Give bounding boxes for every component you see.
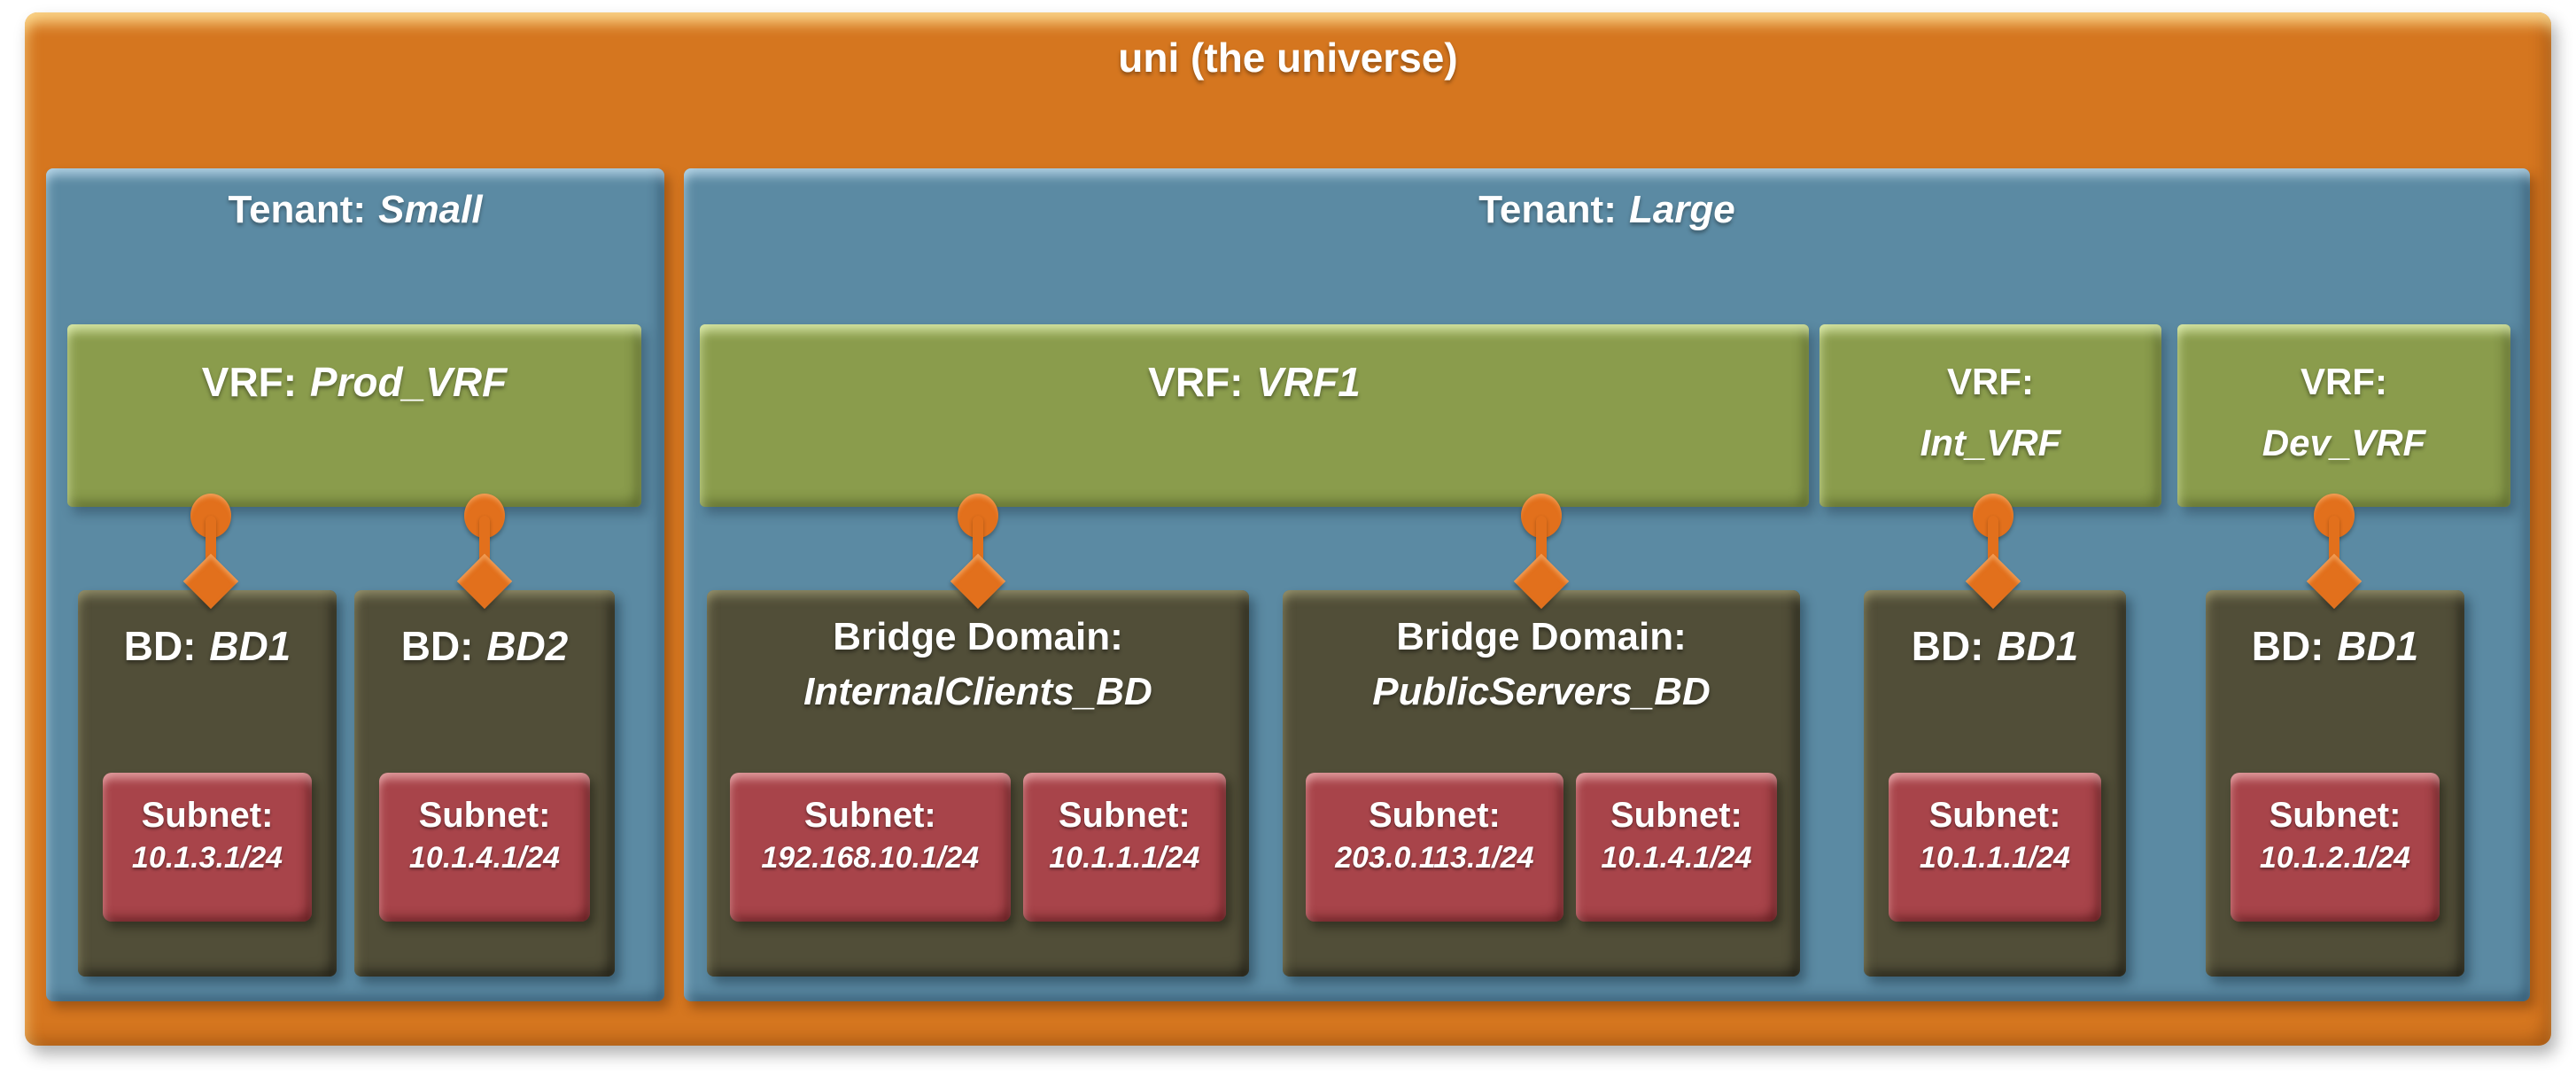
vrf-prod-vrf-box: VRF:Prod_VRF	[67, 324, 641, 507]
bd-label: BD: BD2	[354, 622, 615, 670]
subnet-ip: 203.0.113.1/24	[1335, 841, 1534, 875]
bd-name: PublicServers_BD	[1372, 670, 1711, 714]
subnet-box: Subnet: 10.1.1.1/24	[1022, 773, 1226, 922]
subnet-box: Subnet: 10.1.1.1/24	[1889, 773, 2101, 922]
bd-label-prefix: BD:	[400, 623, 474, 669]
bd-name: InternalClients_BD	[803, 670, 1152, 714]
subnet-ip: 192.168.10.1/24	[761, 841, 980, 875]
subnet-ip: 10.1.3.1/24	[131, 841, 283, 875]
vrf-name: Dev_VRF	[2262, 422, 2426, 464]
vrf-label: VRF: VRF1	[700, 358, 1809, 406]
bd-internalclients-box: Bridge Domain: InternalClients_BD Subnet:…	[707, 590, 1249, 977]
bd-bd2-small-box: BD: BD2 Subnet: 10.1.4.1/24	[354, 590, 615, 977]
bd-name: BD1	[209, 623, 291, 669]
vrf-label: VRF: Int_VRF	[1819, 351, 2161, 474]
bd-label: Bridge Domain: InternalClients_BD	[707, 610, 1249, 720]
bd-label-prefix: BD:	[1911, 623, 1984, 669]
vrf-name: Int_VRF	[1920, 422, 2061, 464]
bd-name: BD1	[1997, 623, 2079, 669]
subnet-label: Subnet:	[2269, 796, 2401, 835]
tenant-label-prefix: Tenant:	[228, 188, 367, 231]
subnet-box: Subnet: 192.168.10.1/24	[730, 773, 1011, 922]
bd-publicservers-box: Bridge Domain: PublicServers_BD Subnet: 2…	[1283, 590, 1800, 977]
bd-label-prefix: Bridge Domain:	[1396, 615, 1687, 658]
subnet-label: Subnet:	[141, 796, 274, 835]
vrf-label: VRF:Prod_VRF	[67, 358, 641, 406]
subnet-label: Subnet:	[1058, 796, 1191, 835]
vrf-name: Prod_VRF	[309, 359, 508, 405]
subnet-box: Subnet: 10.1.4.1/24	[379, 773, 590, 922]
tenant-large-title: Tenant: Large	[684, 188, 2530, 232]
vrf-vrf1-box: VRF: VRF1	[700, 324, 1809, 507]
subnet-box: Subnet: 10.1.3.1/24	[103, 773, 312, 922]
subnet-box: Subnet: 10.1.4.1/24	[1575, 773, 1777, 922]
subnet-ip: 10.1.2.1/24	[2259, 841, 2411, 875]
bd-label-prefix: BD:	[123, 623, 197, 669]
subnet-box: Subnet: 10.1.2.1/24	[2231, 773, 2440, 922]
vrf-dev-vrf-box: VRF: Dev_VRF	[2177, 324, 2510, 507]
subnet-row: Subnet: 192.168.10.1/24 Subnet: 10.1.1.1…	[730, 773, 1226, 922]
subnet-label: Subnet:	[1928, 796, 2061, 835]
bd-label: BD: BD1	[1864, 622, 2126, 670]
vrf-label-prefix: VRF:	[1148, 359, 1244, 405]
subnet-ip: 10.1.1.1/24	[1919, 841, 2071, 875]
tenant-small-box: Tenant: Small VRF:Prod_VRF	[46, 168, 664, 1001]
tenant-label-prefix: Tenant:	[1478, 188, 1617, 231]
vrf-int-vrf-box: VRF: Int_VRF	[1819, 324, 2161, 507]
subnet-row: Subnet: 203.0.113.1/24 Subnet: 10.1.4.1/…	[1306, 773, 1777, 922]
bd-label: Bridge Domain: PublicServers_BD	[1283, 610, 1800, 720]
bd-label: BD: BD1	[78, 622, 337, 670]
bd-label-prefix: BD:	[2251, 623, 2324, 669]
subnet-label: Subnet:	[1610, 796, 1742, 835]
bd-bd1-int-box: BD: BD1 Subnet: 10.1.1.1/24	[1864, 590, 2126, 977]
uni-universe-container: uni (the universe) Tenant:Small VRF:Prod…	[25, 12, 2551, 1046]
vrf-name: VRF1	[1256, 359, 1361, 405]
bd-label: BD: BD1	[2206, 622, 2464, 670]
tenant-name: Large	[1628, 188, 1735, 231]
bd-label-prefix: Bridge Domain:	[833, 615, 1123, 658]
subnet-label: Subnet:	[1368, 796, 1501, 835]
subnet-box: Subnet: 203.0.113.1/24	[1306, 773, 1563, 922]
bd-bd1-dev-box: BD: BD1 Subnet: 10.1.2.1/24	[2206, 590, 2464, 977]
vrf-label: VRF: Dev_VRF	[2177, 351, 2510, 474]
tenant-name: Small	[378, 188, 483, 231]
uni-title: uni (the universe)	[1118, 35, 1458, 81]
tenant-large-box: Tenant: Large VRF: VRF1 VRF: Int_VRF VRF: De…	[684, 168, 2530, 1001]
subnet-ip: 10.1.1.1/24	[1049, 841, 1200, 875]
vrf-label-prefix: VRF:	[2301, 361, 2387, 402]
vrf-label-prefix: VRF:	[201, 359, 298, 405]
vrf-label-prefix: VRF:	[1947, 361, 2034, 402]
subnet-label: Subnet:	[803, 796, 936, 835]
tenant-small-title: Tenant: Small	[46, 188, 664, 232]
subnet-label: Subnet:	[418, 796, 551, 835]
bd-bd1-small-box: BD: BD1 Subnet: 10.1.3.1/24	[78, 590, 337, 977]
subnet-ip: 10.1.4.1/24	[408, 841, 561, 875]
bd-name: BD2	[486, 623, 569, 669]
subnet-ip: 10.1.4.1/24	[1601, 841, 1752, 875]
bd-name: BD1	[2337, 623, 2419, 669]
